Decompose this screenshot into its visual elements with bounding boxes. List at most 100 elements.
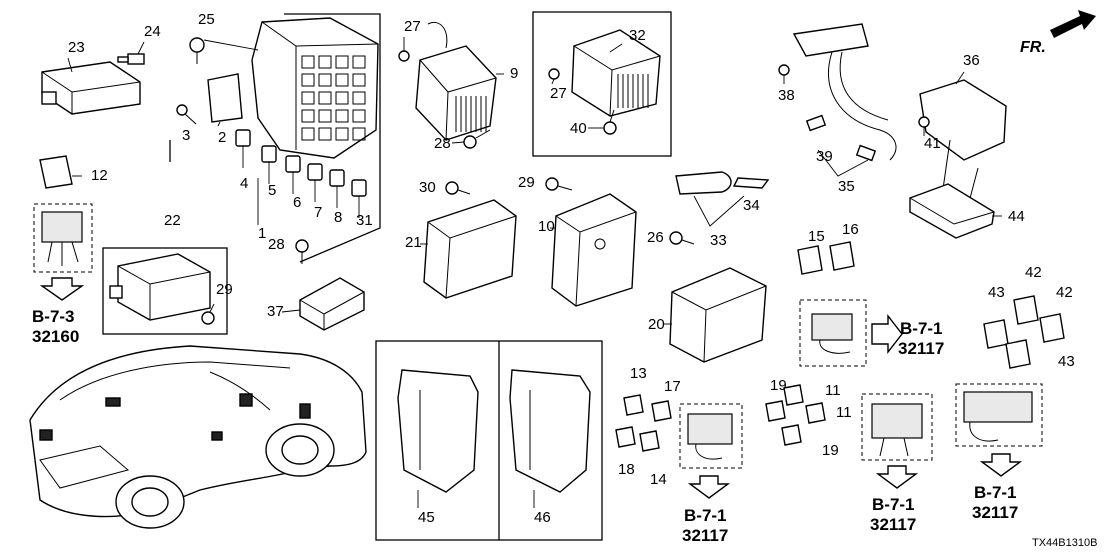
part-40-bolt bbox=[588, 109, 617, 135]
reference-section: B-7-1 bbox=[900, 319, 943, 338]
part-28-bolt-b bbox=[451, 129, 491, 149]
part-22-module bbox=[109, 253, 211, 321]
connector-3 bbox=[687, 413, 733, 460]
callout-c40: 40 bbox=[570, 120, 587, 137]
part-29-bolt bbox=[201, 303, 215, 325]
callout-c42b: 42 bbox=[1056, 284, 1073, 301]
callout-c9: 9 bbox=[510, 65, 518, 82]
reference-section: B-7-1 bbox=[684, 506, 727, 525]
callout-c6: 6 bbox=[293, 194, 301, 211]
reference-r5: B-7-1 32117 bbox=[972, 483, 1018, 522]
callout-c33: 33 bbox=[710, 232, 727, 249]
callout-c29a: 29 bbox=[216, 281, 233, 298]
callout-c19b: 19 bbox=[822, 442, 839, 459]
part-29-bolt-b bbox=[545, 177, 573, 191]
part-38-grommet bbox=[778, 64, 790, 84]
callout-c28a: 28 bbox=[268, 236, 285, 253]
arrow-down-icon-3 bbox=[875, 465, 919, 489]
callout-c1: 1 bbox=[258, 225, 266, 242]
callout-c44: 44 bbox=[1008, 208, 1025, 225]
callout-c45: 45 bbox=[418, 509, 435, 526]
part-2-fuse-strip bbox=[207, 73, 243, 127]
reference-section: B-7-1 bbox=[872, 495, 915, 514]
callout-c16: 16 bbox=[842, 221, 859, 238]
callout-c14: 14 bbox=[650, 471, 667, 488]
callout-c46: 46 bbox=[534, 509, 551, 526]
relay-box-2 bbox=[799, 299, 867, 367]
part-35-antenna-harness bbox=[792, 23, 897, 177]
callout-c26: 26 bbox=[647, 229, 664, 246]
part-46-control-unit bbox=[509, 369, 591, 508]
part-3-screw bbox=[176, 104, 197, 125]
connector-box-5 bbox=[955, 383, 1043, 447]
part-24-bolt bbox=[117, 41, 145, 65]
callout-c11b: 11 bbox=[836, 404, 852, 421]
part-37-bracket bbox=[281, 277, 365, 331]
callout-c30: 30 bbox=[419, 179, 436, 196]
callout-c10: 10 bbox=[538, 218, 555, 235]
part-23-module bbox=[41, 57, 141, 115]
callout-c25: 25 bbox=[198, 11, 215, 28]
part-45-control-unit bbox=[397, 369, 479, 508]
callout-c39: 39 bbox=[816, 148, 833, 165]
callout-c24: 24 bbox=[144, 23, 161, 40]
vehicle-outline bbox=[29, 345, 367, 529]
reference-r1: B-7-3 32160 bbox=[32, 307, 79, 346]
part-12-relay bbox=[39, 155, 82, 189]
relay-box-2-parts bbox=[811, 313, 853, 354]
callout-c35: 35 bbox=[838, 178, 855, 195]
small-relay-series bbox=[615, 384, 826, 452]
connector-4 bbox=[871, 403, 923, 457]
reference-r2: B-7-1 32117 bbox=[898, 319, 944, 358]
reference-r3: B-7-1 32117 bbox=[682, 506, 728, 545]
arrow-down-icon-4 bbox=[979, 453, 1023, 477]
part-28-bolt bbox=[295, 239, 309, 264]
callout-c11a: 11 bbox=[825, 382, 841, 399]
callout-c7: 7 bbox=[314, 204, 322, 221]
callout-c13: 13 bbox=[630, 365, 647, 382]
part-20-unit bbox=[664, 267, 767, 363]
callout-c37: 37 bbox=[267, 303, 284, 320]
part-44-module bbox=[909, 183, 1002, 239]
reference-code: 32117 bbox=[972, 503, 1018, 522]
pcm-group-frame bbox=[532, 11, 672, 157]
connector-box-3 bbox=[679, 403, 743, 469]
callout-c29b: 29 bbox=[518, 174, 535, 191]
arrow-right-icon bbox=[871, 313, 903, 355]
callout-c43b: 43 bbox=[1058, 353, 1075, 370]
callout-c43a: 43 bbox=[988, 284, 1005, 301]
part-9-unit bbox=[415, 22, 504, 141]
callout-c4: 4 bbox=[240, 175, 248, 192]
part-25-bolt bbox=[189, 37, 259, 64]
callout-c27a: 27 bbox=[404, 18, 421, 35]
callout-c34: 34 bbox=[743, 197, 760, 214]
callout-c20: 20 bbox=[648, 316, 665, 333]
reference-code: 32117 bbox=[898, 339, 944, 358]
callout-c15: 15 bbox=[808, 228, 825, 245]
connector-box-1 bbox=[33, 203, 93, 273]
callout-c36: 36 bbox=[963, 52, 980, 69]
callout-c41: 41 bbox=[924, 135, 941, 152]
reference-r4: B-7-1 32117 bbox=[870, 495, 916, 534]
connector-5 bbox=[963, 391, 1033, 442]
part-10-module bbox=[550, 193, 637, 307]
fuse-box-group-frame bbox=[169, 13, 381, 263]
part-33-key bbox=[675, 171, 770, 227]
part-21-module bbox=[420, 199, 517, 299]
callout-c32: 32 bbox=[629, 27, 646, 44]
reference-section: B-7-3 bbox=[32, 307, 75, 326]
part-41-nut bbox=[918, 116, 930, 136]
diagram-code: TX44B1310B bbox=[1032, 537, 1097, 549]
module-22-frame bbox=[102, 247, 228, 335]
callout-c27b: 27 bbox=[550, 85, 567, 102]
callout-c19a: 19 bbox=[770, 377, 787, 394]
reference-code: 32160 bbox=[32, 327, 79, 346]
reference-code: 32117 bbox=[682, 526, 728, 545]
connector-box-4 bbox=[861, 393, 933, 461]
part-26-bolt bbox=[669, 231, 695, 245]
reference-code: 32117 bbox=[870, 515, 916, 534]
arrow-down-icon-2 bbox=[687, 475, 731, 499]
